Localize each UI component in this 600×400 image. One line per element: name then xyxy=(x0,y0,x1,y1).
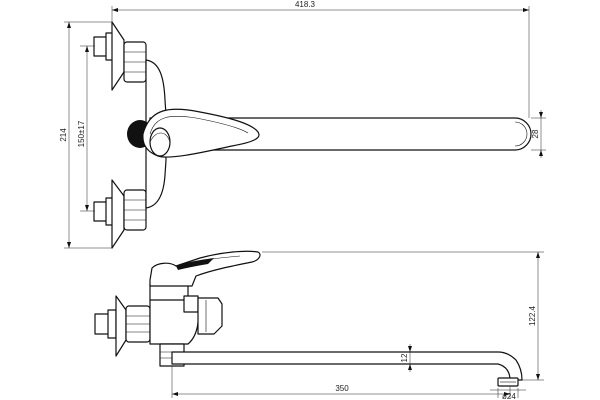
dim-inlet-spacing: 150±17 xyxy=(77,45,95,212)
lower-inlet-connector xyxy=(93,179,147,249)
dim-spout-thickness: 12 xyxy=(400,344,412,372)
spout-reach-label: 350 xyxy=(335,384,349,393)
dim-body-height: 122.4 xyxy=(262,251,544,381)
spout-side xyxy=(171,351,523,387)
upper-inlet-connector xyxy=(93,21,147,91)
spout-height-label: 28 xyxy=(531,129,540,138)
total-length-label: 418.3 xyxy=(295,0,316,9)
dim-spout-height: 28 xyxy=(531,110,546,158)
mixer-body-side xyxy=(149,281,223,367)
outlet-diameter-label: ø24 xyxy=(502,392,516,400)
dim-outlet-diameter: ø24 xyxy=(490,388,526,400)
lever-handle-side xyxy=(149,250,261,287)
side-view: 122.4 12 350 ø24 xyxy=(94,250,544,400)
dim-overall-height: 214 xyxy=(59,21,112,249)
dim-total-length: 418.3 xyxy=(111,0,530,118)
spout-thickness-label: 12 xyxy=(400,353,409,362)
inlet-spacing-label: 150±17 xyxy=(77,120,86,147)
top-view: 418.3 214 150±17 28 xyxy=(59,0,546,249)
body-height-label: 122.4 xyxy=(528,305,537,326)
dim-spout-reach: 350 xyxy=(171,366,511,398)
wall-flange xyxy=(94,295,151,357)
overall-height-label: 214 xyxy=(59,128,68,142)
lever-handle-top xyxy=(127,108,260,158)
